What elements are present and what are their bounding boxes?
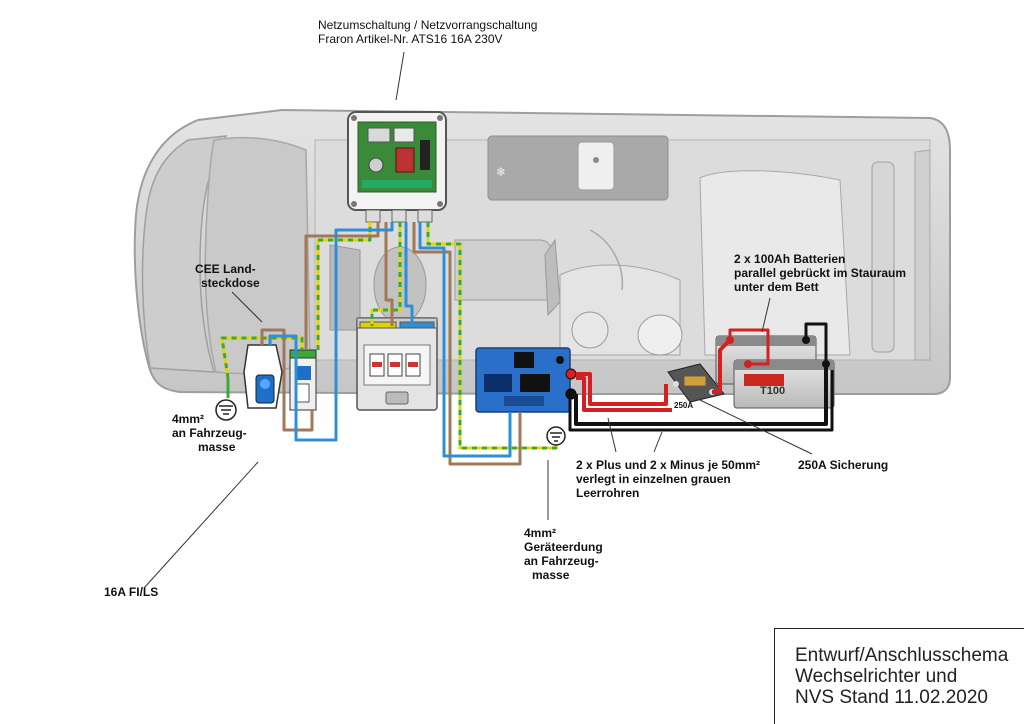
leader-lines [143,51,813,589]
cables-line1: 2 x Plus und 2 x Minus je 50mm² [576,458,761,472]
ground-symbol-left [215,378,237,421]
cee-label-line1: CEE Land- [195,262,256,276]
battery-label: 2 x 100Ah Batterien parallel gebrückt im… [734,252,906,294]
cee-label-line2: steckdose [201,276,260,290]
battery-line3: unter dem Bett [734,280,819,294]
inverter [475,347,577,413]
ground-left-line1: 4mm² [172,412,205,426]
fuse-label: 250A Sicherung [798,458,889,472]
ats-switch-box [347,111,447,223]
cee-label: CEE Land- steckdose [195,262,260,290]
title-line1: Entwurf/Anschlusschema [795,645,1009,666]
battery-line2: parallel gebrückt im Stauraum [734,266,907,280]
ats-label: Netzumschaltung / Netzvorrangschaltung F… [318,18,537,46]
ground-symbol-inverter [546,426,566,446]
battery-line1: 2 x 100Ah Batterien [734,252,846,266]
dc-wiring [568,322,834,432]
ground-inverter-line1: 4mm² [524,526,557,540]
ats-label-line1: Netzumschaltung / Netzvorrangschaltung [318,18,538,32]
battery-bank: T100 [715,335,835,409]
ac-wiring [220,222,558,466]
cables-line2: verlegt in einzelnen grauen [576,472,731,486]
svg-text:❄: ❄ [496,165,506,179]
fuse-small-label: 250A [674,401,693,410]
ground-left-line3: masse [198,440,236,454]
ground-left-label: 4mm² an Fahrzeug- masse [172,412,247,454]
fils-label: 16A FI/LS [104,585,159,599]
title-block: Entwurf/Anschlusschema Wechselrichter un… [774,628,1024,724]
ats-label-line2: Fraron Artikel-Nr. ATS16 16A 230V [318,32,503,46]
distribution-box [356,317,438,411]
fils-breaker [289,349,317,411]
fuse-holder [667,363,725,403]
title-line2: Wechselrichter und [795,666,958,687]
cables-line3: Leerrohren [576,486,640,500]
ground-inverter-line2: Geräteerdung [524,540,603,554]
cee-socket [243,344,283,409]
title-line3: NVS Stand 11.02.2020 [795,687,988,708]
cables-label: 2 x Plus und 2 x Minus je 50mm² verlegt … [576,458,760,500]
van-outline: ❄ [133,108,951,395]
ground-left-line2: an Fahrzeug- [172,426,247,440]
ground-inverter-label: 4mm² Geräteerdung an Fahrzeug- masse [524,526,603,582]
ground-inverter-line4: masse [532,568,570,582]
battery-brand-label: T100 [760,385,785,397]
ground-inverter-line3: an Fahrzeug- [524,554,599,568]
